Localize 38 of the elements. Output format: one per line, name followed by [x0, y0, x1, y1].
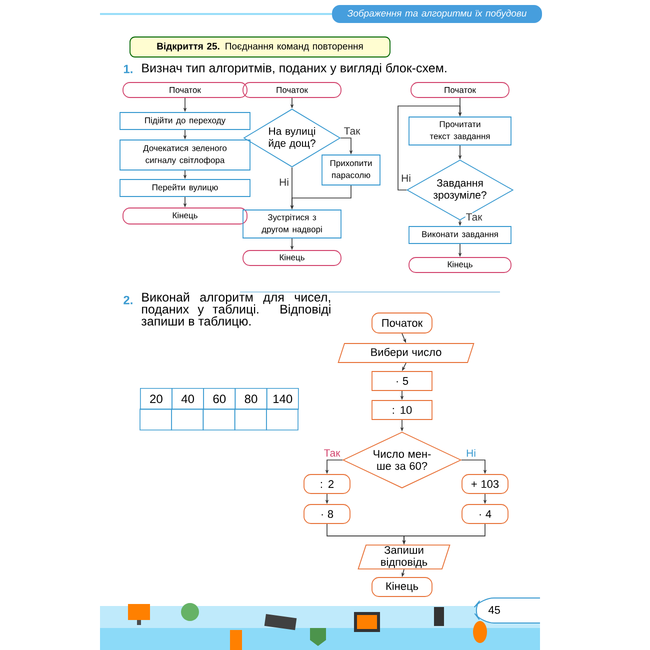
- table-cell: 20: [140, 388, 172, 410]
- rounded-box: · 4: [462, 504, 508, 524]
- task-text: Виконай алгоритм для чисел, поданих у таблиці. Відповіді запиши в таблицю.: [142, 292, 330, 328]
- process-box: Перейти вулицю: [120, 179, 250, 197]
- table-cell: 40: [172, 388, 204, 410]
- terminator-box: Кінець: [122, 208, 248, 224]
- terminator-box: Кінець: [242, 250, 342, 266]
- header-band: Зображення та алгоритми їх побудови: [332, 5, 542, 23]
- terminator-box: Початок: [122, 82, 248, 98]
- rounded-box: Початок: [372, 312, 432, 334]
- task-text: Визнач тип алгоритмів, поданих у вигляді блок-схем.: [142, 63, 446, 75]
- process-box: Виконати завдання: [408, 226, 512, 244]
- table-cell: 80: [234, 388, 268, 410]
- page-number: 45: [488, 606, 500, 614]
- terminator-box: Кінець: [408, 257, 512, 273]
- rounded-box: + 103: [462, 474, 508, 494]
- rounded-box: Кінець: [372, 577, 432, 597]
- task-number: 2.: [124, 296, 132, 304]
- process-box: Прочитати текст завдання: [408, 116, 512, 146]
- arrow: [398, 106, 462, 190]
- process-box: Підійти до переходу: [120, 112, 250, 130]
- rounded-box: : 2: [304, 474, 350, 494]
- process-box: Прихопити парасолю: [322, 154, 380, 186]
- process-box: : 10: [372, 400, 432, 420]
- rounded-box: · 8: [304, 504, 350, 524]
- process-box: Зустрітися з другом надворі: [242, 210, 342, 238]
- table-cell: 60: [203, 388, 236, 410]
- input-output-box: Запиши відповідь: [358, 544, 450, 570]
- table-cell: 140: [266, 388, 299, 410]
- input-output-box: Вибери число: [338, 343, 474, 363]
- edge-label: Ні: [278, 178, 290, 186]
- process-box: · 5: [372, 371, 432, 391]
- task-number: 1.: [124, 64, 132, 74]
- edge-label: Ні: [466, 448, 476, 458]
- process-box: Дочекатися зеленого сигналу світлофора: [120, 140, 250, 170]
- terminator-box: Початок: [242, 82, 342, 98]
- terminator-box: Початок: [410, 82, 510, 98]
- title-box: Відкриття 25. Поєднання команд повторення: [130, 36, 390, 58]
